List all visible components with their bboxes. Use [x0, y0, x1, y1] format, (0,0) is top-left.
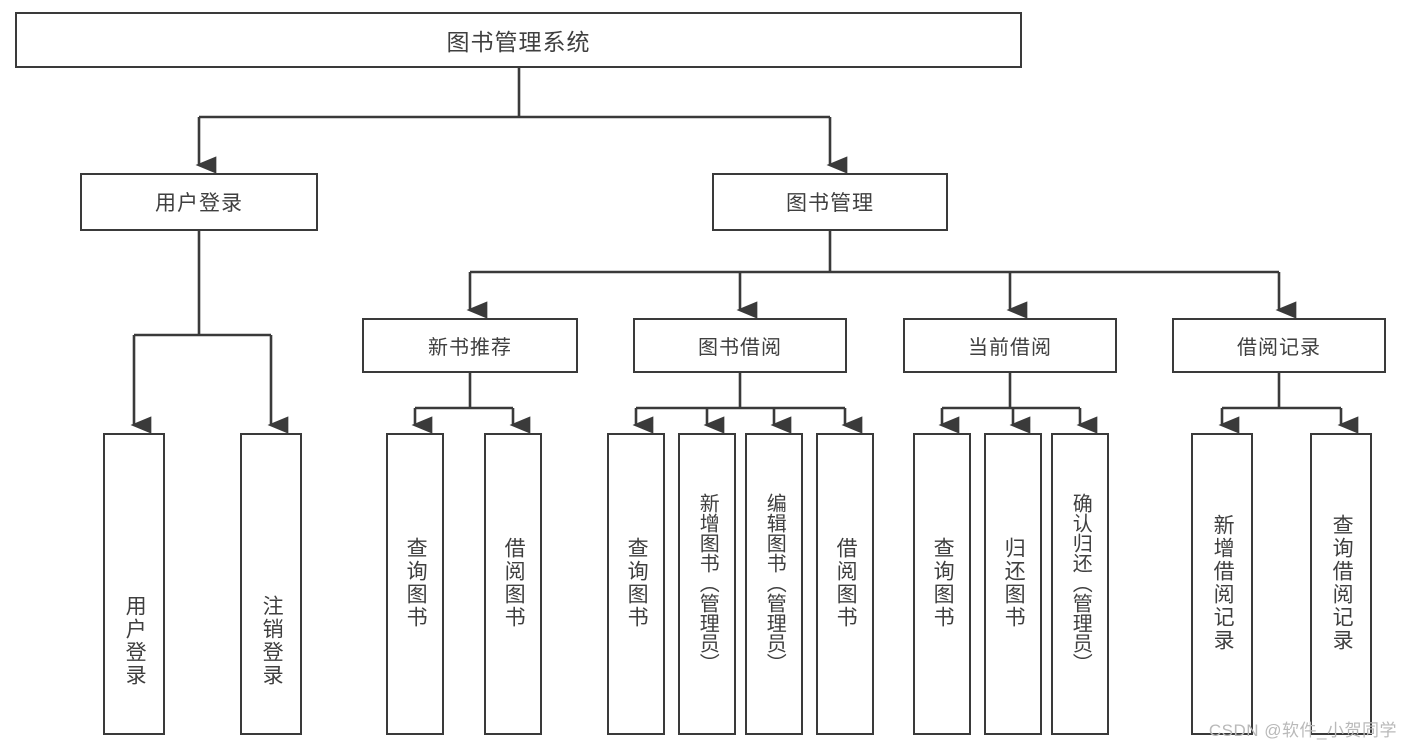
node-label-vertical: 查询图书 — [625, 537, 649, 629]
node-current-borrow[interactable]: 当前借阅 — [903, 318, 1117, 373]
node-book-manage[interactable]: 图书管理 — [712, 173, 948, 231]
node-book-borrow[interactable]: 图书借阅 — [633, 318, 847, 373]
node-label: 当前借阅 — [968, 337, 1052, 359]
node-label-vertical: 查询图书 — [404, 537, 428, 629]
node-label-vertical: 归还图书 — [1002, 537, 1026, 629]
node-borrow-record[interactable]: 借阅记录 — [1172, 318, 1386, 373]
node-leaf-confirm-return-admin[interactable]: 确认归还（管理员） — [1051, 433, 1109, 735]
node-label: 图书借阅 — [698, 337, 782, 359]
node-label: 图书管理 — [786, 192, 874, 215]
node-user-login[interactable]: 用户登录 — [80, 173, 318, 231]
node-new-book-recommend[interactable]: 新书推荐 — [362, 318, 578, 373]
node-label: 用户登录 — [155, 192, 243, 215]
node-label-vertical: 新增图书（管理员） — [696, 493, 719, 673]
node-leaf-logout-login[interactable]: 注销登录 — [240, 433, 302, 735]
node-label-vertical: 新增借阅记录 — [1211, 514, 1235, 652]
node-leaf-edit-book-admin[interactable]: 编辑图书（管理员） — [745, 433, 803, 735]
node-leaf-query-borrow-record[interactable]: 查询借阅记录 — [1310, 433, 1372, 735]
node-root[interactable]: 图书管理系统 — [15, 12, 1022, 68]
node-leaf-borrow-book[interactable]: 借阅图书 — [816, 433, 874, 735]
node-label-vertical: 用户登录 — [123, 595, 147, 687]
node-label-vertical: 查询借阅记录 — [1330, 514, 1354, 652]
node-label-vertical: 编辑图书（管理员） — [763, 493, 786, 673]
node-leaf-add-book-admin[interactable]: 新增图书（管理员） — [678, 433, 736, 735]
node-leaf-query-book-recommend[interactable]: 查询图书 — [386, 433, 444, 735]
node-leaf-return-book[interactable]: 归还图书 — [984, 433, 1042, 735]
node-label-vertical: 借阅图书 — [834, 537, 858, 629]
node-label-vertical: 注销登录 — [260, 595, 284, 687]
node-leaf-user-login[interactable]: 用户登录 — [103, 433, 165, 735]
node-label-vertical: 借阅图书 — [502, 537, 526, 629]
node-label: 新书推荐 — [428, 337, 512, 359]
node-leaf-query-book-borrow[interactable]: 查询图书 — [607, 433, 665, 735]
node-leaf-borrow-book-recommend[interactable]: 借阅图书 — [484, 433, 542, 735]
node-leaf-add-borrow-record[interactable]: 新增借阅记录 — [1191, 433, 1253, 735]
node-leaf-query-book-current[interactable]: 查询图书 — [913, 433, 971, 735]
watermark: CSDN @软件_小贺同学 — [1208, 721, 1397, 740]
node-label-vertical: 查询图书 — [931, 537, 955, 629]
node-label-vertical: 确认归还（管理员） — [1069, 493, 1092, 673]
node-label: 借阅记录 — [1237, 337, 1321, 359]
